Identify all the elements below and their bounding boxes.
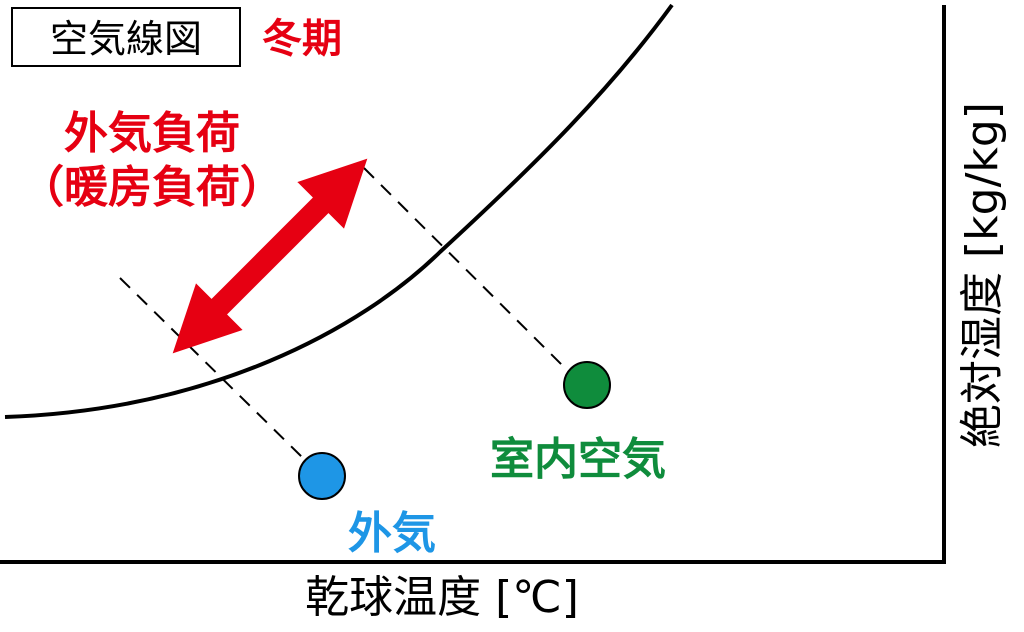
- indoor-label: 室内空気: [490, 434, 666, 485]
- indoor-dashed-line: [363, 167, 566, 369]
- title-box: [11, 7, 241, 67]
- outdoor-dashed-line: [119, 277, 306, 461]
- outdoor-point: [298, 452, 346, 500]
- chart-title: 空気線図: [50, 17, 202, 61]
- load-arrow: [172, 158, 368, 354]
- outdoor-label: 外気: [348, 508, 436, 559]
- season-label: 冬期: [262, 16, 342, 62]
- indoor-point: [563, 361, 611, 409]
- x-axis-label: 乾球温度 [℃]: [305, 572, 579, 623]
- load-label-line1: 外気負荷: [64, 108, 240, 159]
- load-label-line2: （暖房負荷）: [20, 162, 284, 213]
- saturation-curve: [4, 3, 674, 419]
- y-axis-label: 絶対湿度 [kg/kg]: [957, 102, 1008, 448]
